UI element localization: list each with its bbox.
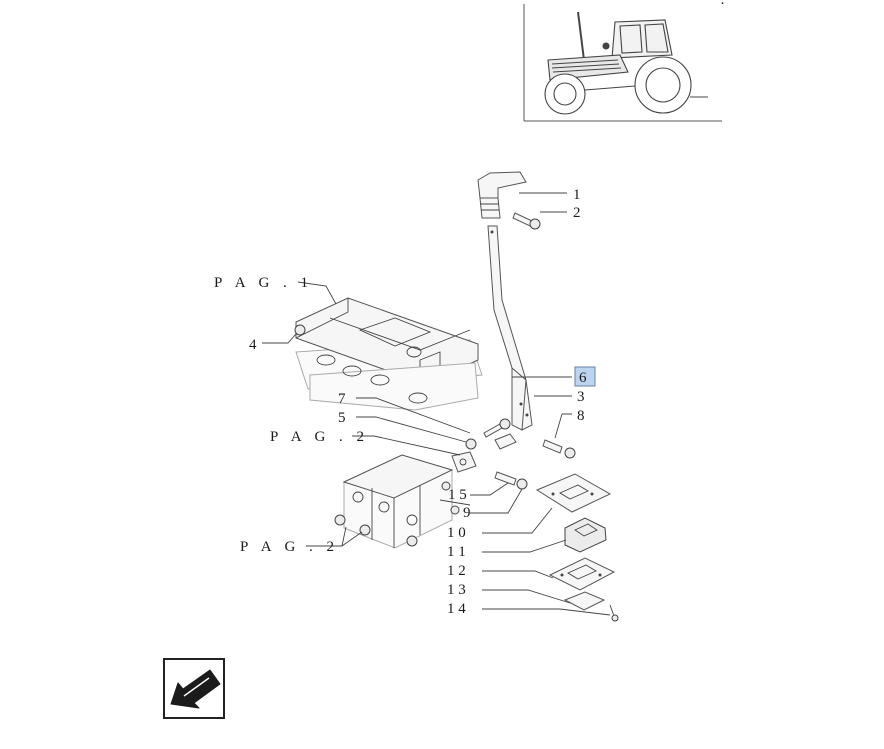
label-6: 6 [579,370,587,386]
label-10: 1 0 [447,525,466,541]
label-9: 9 [463,505,471,521]
label-3: 3 [577,389,585,405]
previous-page-button[interactable] [163,658,225,719]
bolt-7-part [483,418,511,438]
washer-9-part [516,478,528,490]
label-12: 1 2 [447,563,466,579]
label-pag-1[interactable]: P A G . 1 [214,275,313,291]
label-1: 1 [573,187,581,203]
screw-14-part [609,604,619,622]
washer-5-part [465,438,477,450]
label-13: 1 3 [447,582,466,598]
svg-text:·: · [720,0,725,12]
rubber-boot-11-part [564,517,607,553]
label-5: 5 [338,410,346,426]
pin-8-part [542,439,576,459]
label-4: 4 [249,337,257,353]
tractor-thumbnail: · [523,0,725,122]
gate-plate-12-part [548,557,616,591]
leader-lines [262,192,611,616]
label-2: 2 [573,205,581,221]
link-block-part [494,433,517,450]
label-pag-2-lower[interactable]: P A G . 2 [240,539,339,555]
tractor-icon [544,11,708,115]
label-11: 1 1 [447,544,466,560]
lift-housing-frame [294,297,483,411]
previous-page-arrow-icon [170,669,221,709]
bolt-2-part [512,212,541,230]
label-7: 7 [338,391,346,407]
item-6-highlight [574,366,596,387]
label-pag-2-upper[interactable]: P A G . 2 [270,429,369,445]
pin-15-part [494,471,528,490]
bushing-4-part [294,324,306,336]
label-8: 8 [577,408,585,424]
control-valve-block [334,451,477,549]
gate-plate-10-part [535,473,612,513]
gasket-13-part [563,591,606,611]
label-15: 1 5 [448,487,467,503]
label-14: 1 4 [447,601,466,617]
control-lever [477,171,533,431]
